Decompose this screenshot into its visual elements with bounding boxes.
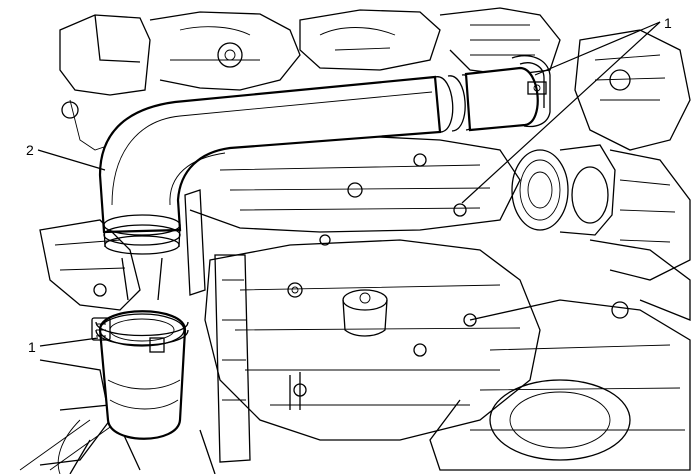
engine-background [19,7,691,471]
intake-air-tube [98,66,539,255]
callout-1-bottom: 1 [28,337,99,355]
clamp-upper [511,55,551,128]
callout-label: 2 [26,142,34,158]
lower-duct [57,257,216,474]
clamp-lower [91,317,189,353]
callout-label: 1 [664,15,672,31]
callout-2: 2 [26,142,106,171]
callout-1-top: 1 [461,15,672,204]
callout-label: 1 [28,339,36,355]
